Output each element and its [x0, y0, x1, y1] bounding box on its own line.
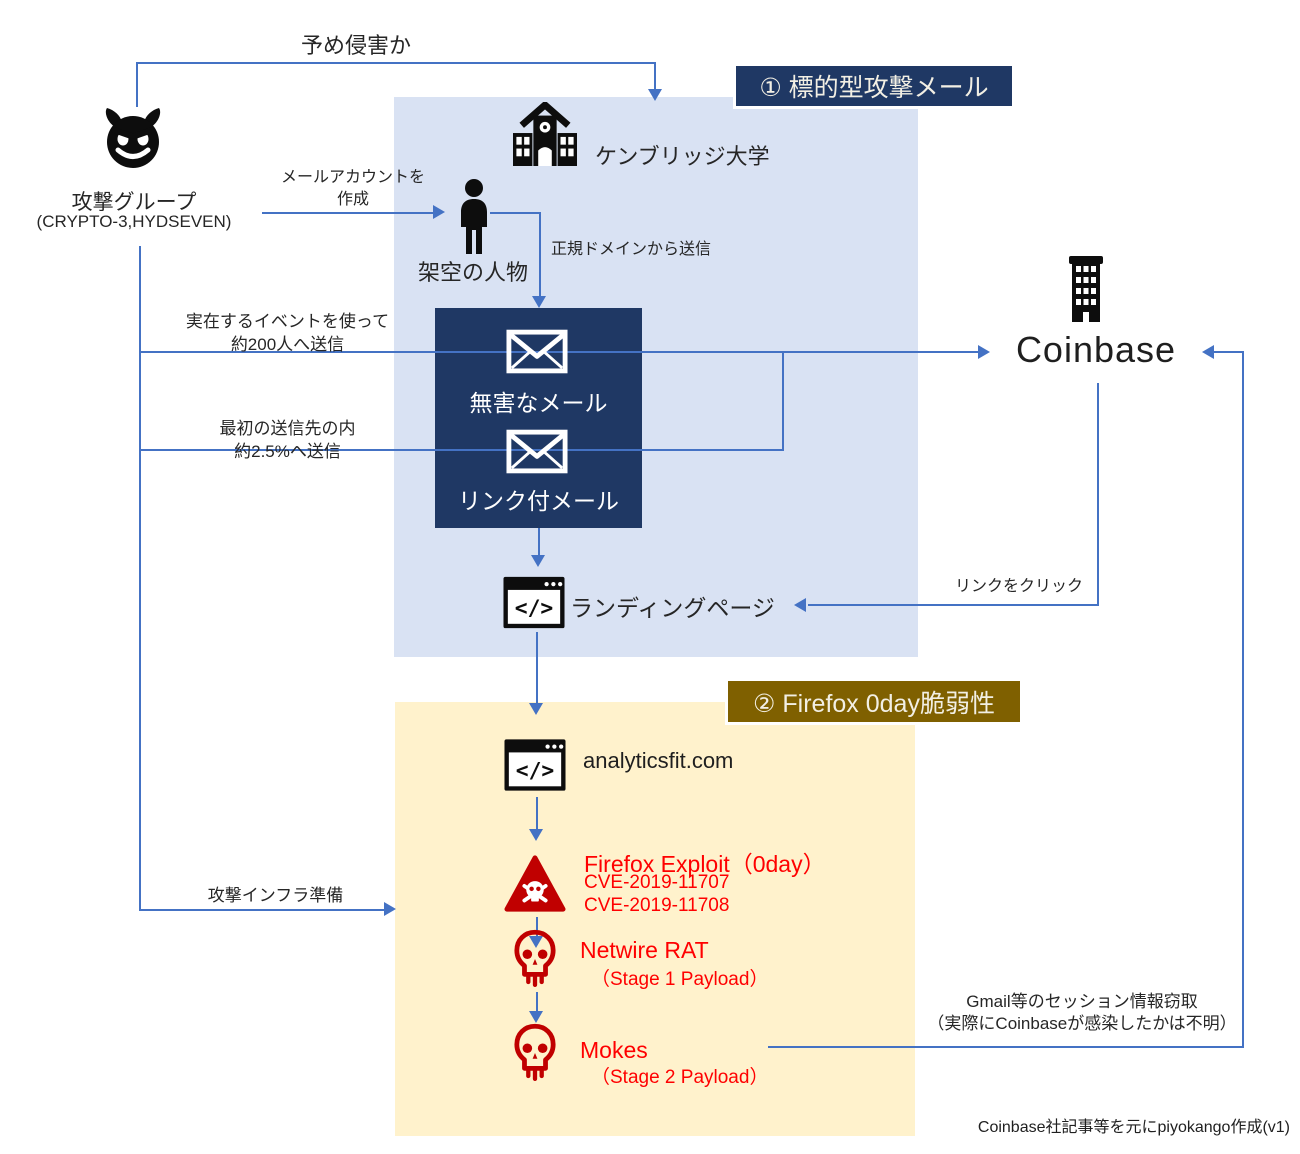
real-event-label: 実在するイベントを使って 約200人へ送信 [170, 310, 405, 356]
arrowhead-icon [794, 598, 806, 612]
attacker-spine-line [139, 246, 141, 911]
arrowhead-icon [532, 296, 546, 308]
mokes-sublabel: （Stage 2 Payload） [591, 1067, 769, 1088]
code-window-icon: </> [504, 738, 566, 792]
arrowhead-icon [648, 89, 662, 101]
create-account-label: メールアカウントを 作成 [258, 167, 448, 211]
legit-domain-label: 正規ドメインから送信 [551, 241, 712, 258]
devil-icon [101, 105, 165, 169]
pre-compromise-line [136, 62, 656, 64]
cve2-label: CVE-2019-11708 [584, 895, 730, 916]
link-mail-line [139, 449, 784, 451]
harmless-mail-line [139, 351, 978, 353]
pre-compromise-label: 予め侵害か [300, 33, 411, 58]
create-account-line [262, 212, 434, 214]
warning-skull-icon [504, 854, 566, 914]
send-mail-line [539, 212, 541, 297]
person-icon [454, 179, 494, 255]
arrowhead-icon [384, 902, 396, 916]
svg-text:</>: </> [516, 759, 554, 784]
first-send-label: 最初の送信先の内 約2.5%へ送信 [170, 417, 405, 463]
phase2-region [395, 702, 915, 1136]
code-window-icon: </> [503, 576, 565, 629]
mokes-label: Mokes [580, 1037, 648, 1063]
session-steal-line2: （実際にCoinbaseが感染したかは不明） [927, 1014, 1237, 1033]
arrowhead-icon [531, 555, 545, 567]
envelope-icon [506, 429, 568, 474]
phase1-label: ① 標的型攻撃メール [733, 63, 1015, 109]
netwire-label: Netwire RAT [580, 937, 709, 963]
real-event-line2: 約200人へ送信 [230, 335, 345, 354]
first-send-line1: 最初の送信先の内 [219, 419, 356, 438]
arrowhead-icon [529, 936, 543, 948]
click-link-label: リンクをクリック [954, 578, 1083, 595]
infra-prep-label: 攻撃インフラ準備 [207, 886, 344, 905]
arrowhead-icon [529, 703, 543, 715]
firefox-exploit-label: Firefox Exploit（0day） [584, 851, 826, 877]
click-link-line [808, 604, 1099, 606]
arrowhead-icon [978, 345, 990, 359]
university-label: ケンブリッジ大学 [595, 144, 770, 169]
attacker-label: 攻撃グループ [71, 191, 197, 214]
create-account-line2: 作成 [336, 191, 369, 208]
session-steal-line1: Gmail等のセッション情報窃取 [966, 992, 1198, 1011]
arrowhead-icon [433, 205, 445, 219]
click-link-line [1097, 383, 1099, 606]
attacker-sublabel: (CRYPTO-3,HYDSEVEN) [36, 212, 232, 231]
mail-group-box [435, 308, 642, 528]
coinbase-label: Coinbase [1015, 329, 1177, 370]
send-mail-line [490, 212, 541, 214]
svg-text:</>: </> [515, 596, 553, 621]
credit-label: Coinbase社記事等を元にpiyokango作成(v1) [977, 1119, 1290, 1136]
arrowhead-icon [529, 829, 543, 841]
arrowhead-icon [1202, 345, 1214, 359]
link-mail-label: リンク付メール [458, 488, 619, 514]
real-event-line1: 実在するイベントを使って [185, 312, 390, 331]
skull-icon [513, 1023, 557, 1085]
pre-compromise-line [654, 62, 656, 90]
skull-icon [513, 929, 557, 991]
pre-compromise-line [136, 62, 138, 107]
harmless-mail-label: 無害なメール [469, 390, 608, 416]
landing-to-site-line [536, 632, 538, 704]
netwire-sublabel: （Stage 1 Payload） [591, 969, 769, 990]
site-to-exploit-line [536, 797, 538, 830]
school-icon [510, 100, 580, 166]
create-account-line1: メールアカウントを [280, 169, 425, 186]
envelope-icon [506, 329, 568, 374]
office-building-icon [1063, 256, 1109, 322]
mail-to-landing-line [538, 528, 540, 556]
netwire-to-mokes-line [536, 992, 538, 1012]
session-steal-line [768, 1046, 1244, 1048]
session-steal-line [1242, 351, 1244, 1048]
cve1-label: CVE-2019-11707 [584, 872, 730, 893]
phase2-label: ② Firefox 0day脆弱性 [725, 678, 1023, 725]
session-steal-label: Gmail等のセッション情報窃取 （実際にCoinbaseが感染したかは不明） [893, 991, 1271, 1035]
landing-page-label: ランディングページ [570, 595, 775, 621]
fictional-person-label: 架空の人物 [417, 260, 528, 285]
link-mail-line [782, 351, 784, 451]
first-send-line2: 約2.5%へ送信 [234, 442, 341, 461]
exploit-to-netwire-line [536, 917, 538, 937]
infra-prep-line [139, 909, 385, 911]
arrowhead-icon [529, 1011, 543, 1023]
exploit-site-label: analyticsfit.com [583, 748, 734, 773]
session-steal-line [1214, 351, 1244, 353]
